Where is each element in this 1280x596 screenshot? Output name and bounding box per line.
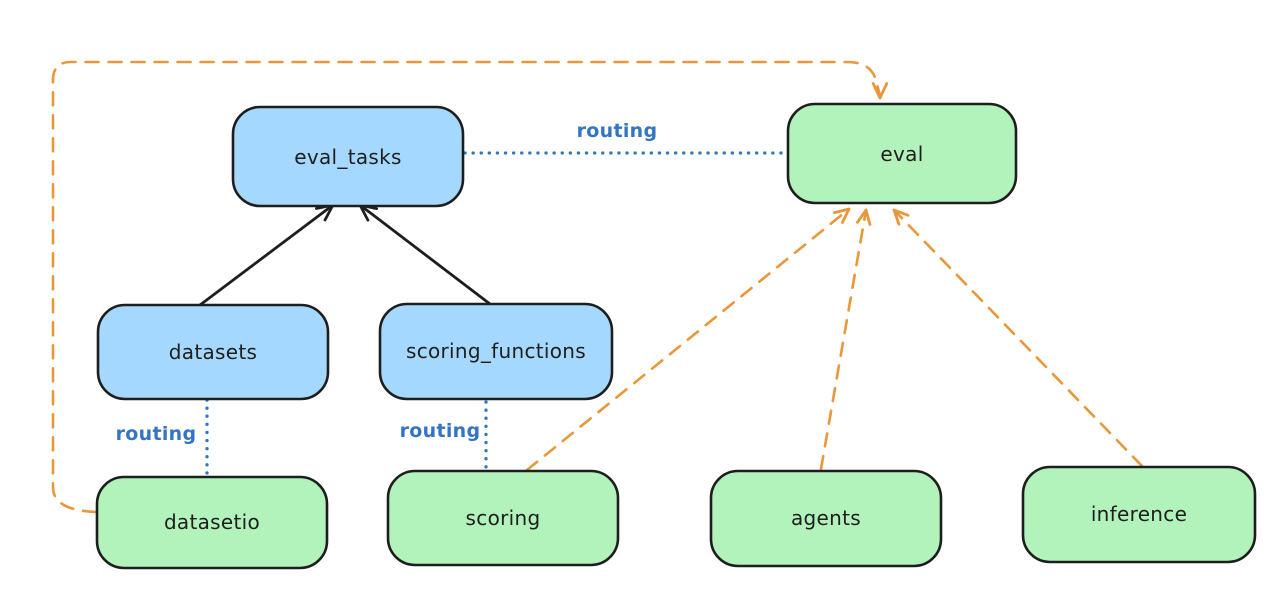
node-datasets-box bbox=[96, 303, 330, 401]
node-agents: agents bbox=[709, 469, 943, 568]
node-eval-box bbox=[786, 102, 1018, 205]
arrowhead-agents-to-eval bbox=[856, 208, 872, 226]
node-datasetio-label: datasetio bbox=[164, 510, 260, 534]
node-datasets: datasets bbox=[96, 303, 330, 401]
node-inference-box bbox=[1021, 465, 1257, 564]
routing-label-scoring-functions-scoring: routing bbox=[400, 420, 481, 442]
node-eval-tasks-box bbox=[231, 105, 465, 208]
node-scoring-functions-label: scoring_functions bbox=[406, 339, 586, 363]
node-agents-box bbox=[709, 469, 943, 568]
node-scoring-box bbox=[386, 469, 620, 567]
node-eval-tasks: eval_tasks bbox=[231, 105, 465, 208]
node-datasets-label: datasets bbox=[169, 340, 257, 364]
node-scoring-functions-box bbox=[378, 302, 614, 401]
node-scoring-label: scoring bbox=[466, 506, 541, 530]
edge-datasets-to-eval-tasks bbox=[198, 203, 335, 307]
edge-scoring-functions-to-eval-tasks bbox=[358, 203, 492, 306]
edge-agents-to-eval bbox=[819, 208, 868, 471]
edge-datasetio-to-eval bbox=[51, 60, 882, 514]
node-scoring: scoring bbox=[386, 469, 620, 567]
node-agents-label: agents bbox=[791, 506, 861, 530]
node-inference: inference bbox=[1021, 465, 1257, 564]
routing-label-eval-tasks-eval: routing bbox=[577, 120, 658, 142]
node-inference-label: inference bbox=[1091, 502, 1187, 526]
nodes: eval_tasks eval datasets scoring_functio… bbox=[95, 102, 1257, 570]
arrowhead-inference-to-eval bbox=[892, 208, 910, 226]
node-scoring-functions: scoring_functions bbox=[378, 302, 614, 401]
node-datasetio-box bbox=[95, 475, 329, 570]
routing-label-datasets-datasetio: routing bbox=[116, 423, 197, 445]
arrowhead-datasetio-to-eval bbox=[871, 82, 889, 100]
node-eval-tasks-label: eval_tasks bbox=[294, 145, 401, 169]
edges bbox=[51, 60, 1144, 514]
node-eval-label: eval bbox=[880, 142, 923, 166]
edge-scoring-to-eval bbox=[525, 207, 851, 472]
edge-inference-to-eval bbox=[892, 208, 1144, 468]
node-datasetio: datasetio bbox=[95, 475, 329, 570]
node-eval: eval bbox=[786, 102, 1018, 205]
edge-labels: routing routing routing bbox=[116, 120, 658, 445]
arrowhead-scoring-to-eval bbox=[833, 207, 851, 224]
